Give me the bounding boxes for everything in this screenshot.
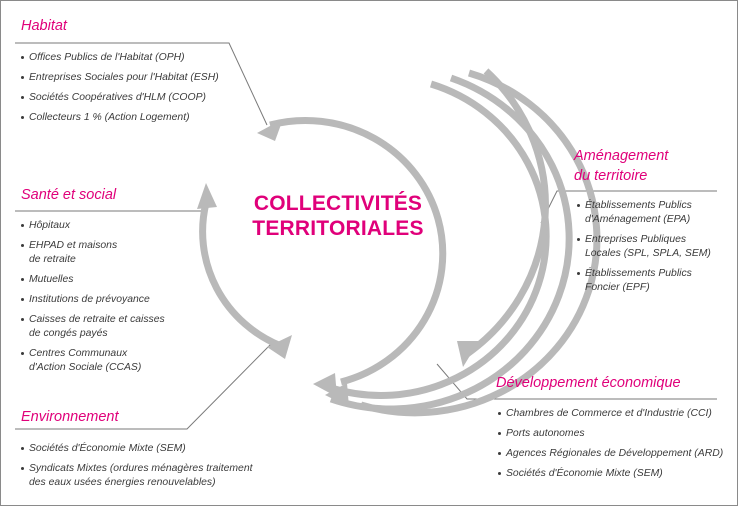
environnement-heading: Environnement xyxy=(21,409,119,425)
arc-ring-1 xyxy=(269,116,447,386)
list-item: Agences Régionales de Développement (ARD… xyxy=(498,447,734,461)
list-item: Hôpitaux xyxy=(21,219,211,233)
list-item: Sociétés d'Économie Mixte (SEM) xyxy=(21,442,281,456)
center-title-line2: TERRITORIALES xyxy=(252,217,424,240)
arrow-bottom-2 xyxy=(325,383,349,407)
amenagement-list: Établissements Publics d'Aménagement (EP… xyxy=(577,199,727,301)
list-item: Établissements Publics d'Aménagement (EP… xyxy=(577,199,727,227)
center-title-line1: COLLECTIVITÉS xyxy=(253,192,423,215)
list-item: EHPAD et maisons de retraite xyxy=(21,239,211,267)
arrow-sante xyxy=(197,183,217,209)
list-item: Entreprises Publiques Locales (SPL, SPLA… xyxy=(577,233,727,261)
arrow-bottom-1 xyxy=(313,373,337,397)
developpement-connector xyxy=(436,363,717,400)
list-item: Sociétés Coopératives d'HLM (COOP) xyxy=(21,91,251,105)
list-item: Mutuelles xyxy=(21,273,211,287)
developpement-list: Chambres de Commerce et d'Industrie (CCI… xyxy=(498,407,734,487)
list-item: Institutions de prévoyance xyxy=(21,293,211,307)
habitat-connector xyxy=(15,42,268,126)
environnement-list: Sociétés d'Économie Mixte (SEM) Syndicat… xyxy=(21,442,281,496)
list-item: Entreprises Sociales pour l'Habitat (ESH… xyxy=(21,71,251,85)
amenagement-heading: Aménagement du territoire xyxy=(574,148,669,184)
arrow-environnement xyxy=(267,335,292,359)
list-item: Centres Communaux d'Action Sociale (CCAS… xyxy=(21,347,211,375)
list-item: Collecteurs 1 % (Action Logement) xyxy=(21,111,251,125)
arc-ring-2 xyxy=(329,80,550,399)
arc-ring-3 xyxy=(329,74,573,413)
sante-list: Hôpitaux EHPAD et maisons de retraite Mu… xyxy=(21,219,211,381)
arrow-developpement xyxy=(457,341,479,367)
list-item: Chambres de Commerce et d'Industrie (CCI… xyxy=(498,407,734,421)
left-arc xyxy=(199,202,283,350)
sante-heading: Santé et social xyxy=(21,187,117,203)
environnement-connector xyxy=(15,343,272,430)
arc-ring-5 xyxy=(464,68,549,357)
habitat-heading: Habitat xyxy=(21,18,67,34)
arc-ring-4 xyxy=(360,69,601,417)
list-item: Ports autonomes xyxy=(498,427,734,441)
list-item: Sociétés d'Économie Mixte (SEM) xyxy=(498,467,734,481)
list-item: Syndicats Mixtes (ordures ménagères trai… xyxy=(21,462,281,490)
habitat-list: Offices Publics de l'Habitat (OPH) Entre… xyxy=(21,51,251,131)
developpement-heading: Développement économique xyxy=(496,375,681,391)
arrow-habitat xyxy=(257,119,283,141)
concentric-arcs xyxy=(199,68,601,417)
center-title: COLLECTIVITÉS TERRITORIALES xyxy=(223,191,453,241)
list-item: Caisses de retraite et caisses de congés… xyxy=(21,313,211,341)
list-item: Établissements Publics Foncier (EPF) xyxy=(577,267,727,295)
list-item: Offices Publics de l'Habitat (OPH) xyxy=(21,51,251,65)
arrowheads xyxy=(197,119,479,407)
